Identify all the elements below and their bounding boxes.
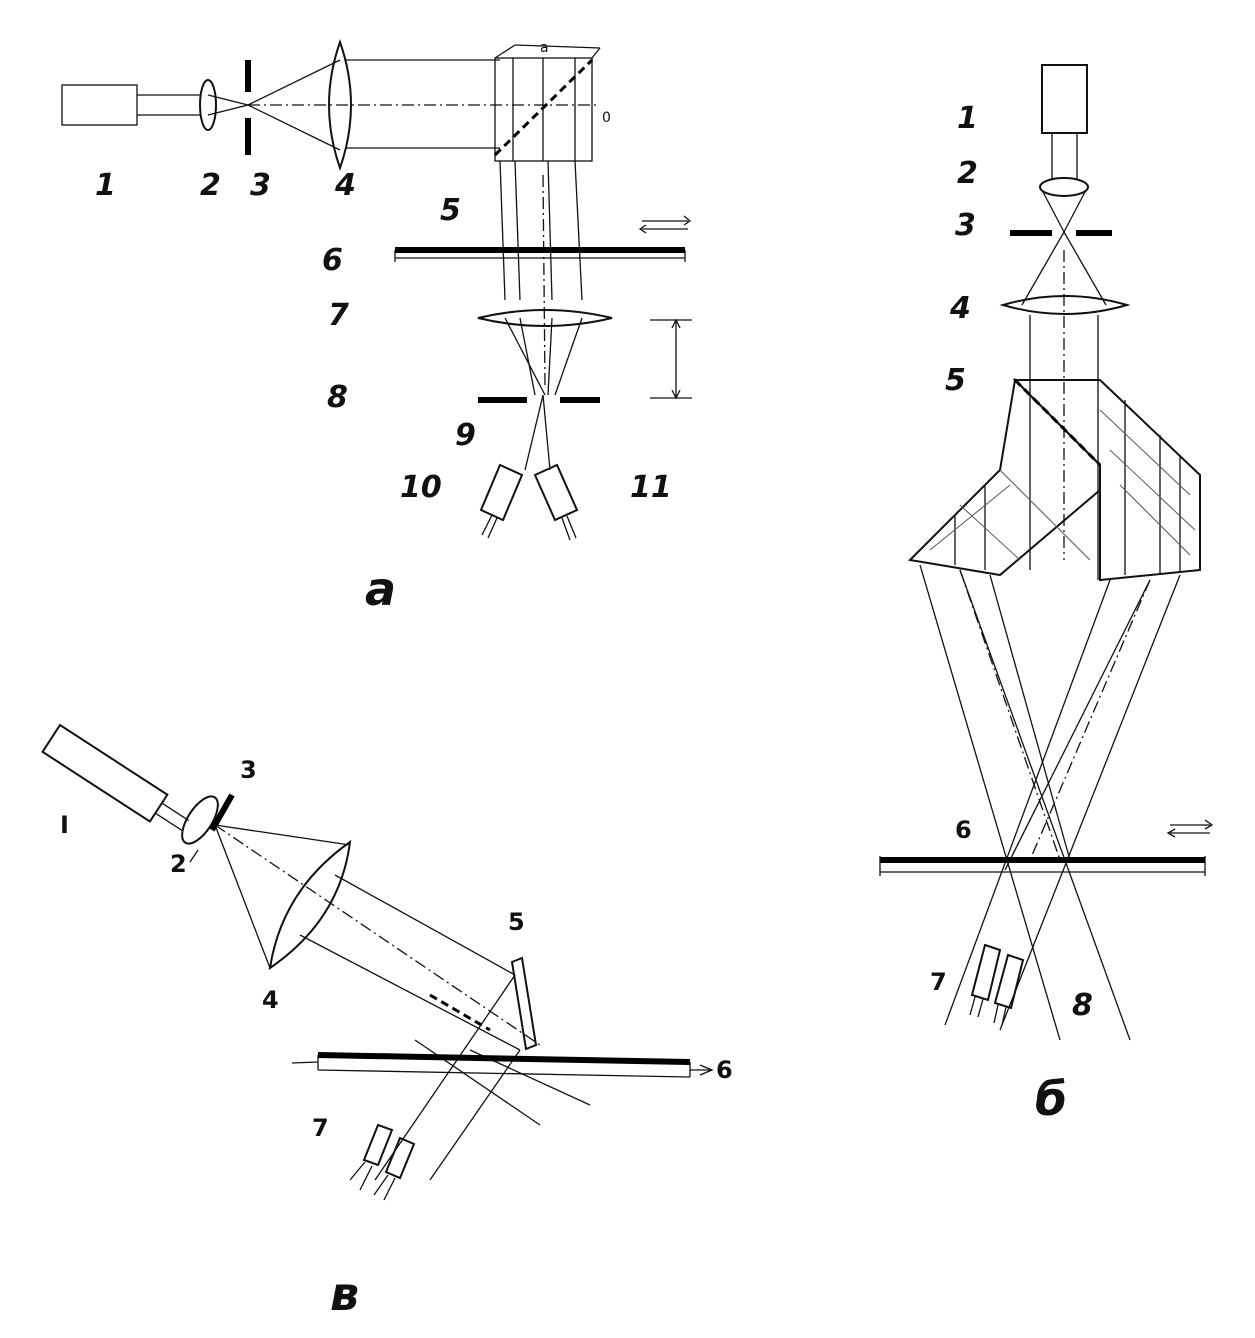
- splitter-block-a: [493, 44, 601, 162]
- caption-v: в: [330, 1267, 359, 1321]
- label-7-v: 7: [312, 1114, 329, 1142]
- label-2-v: 2: [170, 850, 187, 878]
- label-8-b: 8: [1072, 988, 1093, 1023]
- label-4-v: 4: [262, 986, 279, 1014]
- label-3-v: 3: [240, 756, 257, 784]
- splitter-b: [907, 377, 1201, 582]
- label-3-b: 3: [955, 208, 976, 243]
- label-6-v: 6: [716, 1056, 733, 1084]
- label-2-b: 2: [957, 156, 978, 191]
- small-label-a: a: [540, 40, 549, 56]
- detectors-v: [349, 1123, 416, 1201]
- lens-2-b: [1039, 177, 1089, 197]
- laser-source-v: [41, 723, 190, 832]
- caption-b: б: [1035, 1072, 1067, 1126]
- mirror-5-v: [510, 956, 538, 1051]
- lens-2-v: [181, 795, 219, 845]
- label-7-a: 7: [328, 298, 349, 333]
- lens-4-a: [328, 38, 352, 172]
- diagram-b: 1 2 3 4 5 6 7 8 б: [879, 64, 1214, 1126]
- diagram-v: I 2 3 4 5 6 7 в: [41, 723, 733, 1321]
- label-5-a: 5: [440, 193, 461, 228]
- lens-4-v: [268, 839, 352, 971]
- label-1-b: 1: [957, 101, 978, 136]
- label-4-b: 4: [949, 291, 971, 326]
- diagram-a: 1 2 3 4 5 6 7 8 9 10 11 a 0 a: [61, 38, 692, 616]
- lens-7-a: [477, 309, 613, 327]
- label-2-a: 2: [200, 168, 221, 203]
- laser-source-a: [61, 84, 138, 126]
- detectors-b: [969, 943, 1025, 1026]
- label-I-v: I: [60, 811, 69, 839]
- detector-10-a: [479, 463, 524, 539]
- label-11-a: 11: [630, 470, 672, 505]
- label-10-a: 10: [400, 470, 442, 505]
- caption-a: a: [365, 562, 396, 616]
- label-6-b: 6: [955, 816, 972, 844]
- label-7-b: 7: [930, 968, 947, 996]
- lens-2-a: [199, 79, 217, 131]
- label-9-a: 9: [455, 418, 476, 453]
- pinhole-3-v: [209, 793, 235, 832]
- grating-6-a: [394, 247, 686, 262]
- detector-11-a: [533, 463, 579, 541]
- label-1-a: 1: [95, 168, 116, 203]
- laser-source-b: [1041, 64, 1088, 134]
- label-4-a: 4: [334, 168, 356, 203]
- label-3-a: 3: [250, 168, 271, 203]
- grating-6-v: [291, 1052, 714, 1078]
- label-5-v: 5: [508, 908, 525, 936]
- small-label-0: 0: [602, 110, 611, 126]
- grating-6-b: [879, 856, 1206, 876]
- label-6-a: 6: [322, 243, 343, 278]
- lens-4-b: [999, 295, 1131, 315]
- label-8-a: 8: [327, 380, 348, 415]
- label-5-b: 5: [945, 363, 966, 398]
